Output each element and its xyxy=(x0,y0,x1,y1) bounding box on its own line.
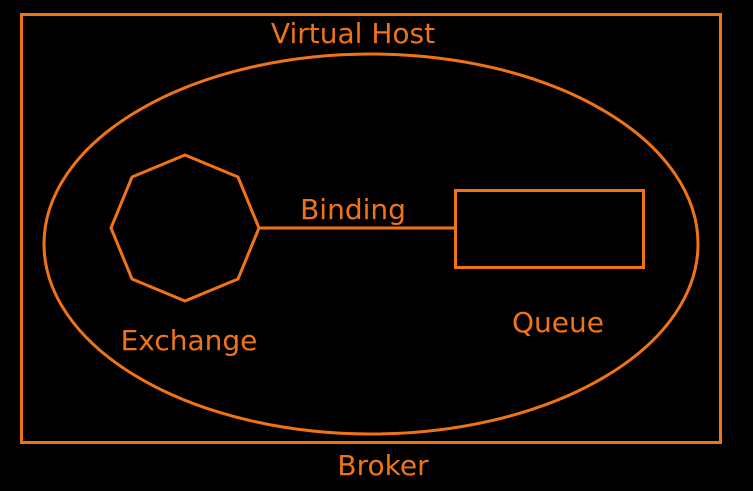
broker-label: Broker xyxy=(337,449,429,482)
binding-label: Binding xyxy=(300,193,406,226)
virtual-host-ellipse xyxy=(42,52,700,436)
queue-box xyxy=(454,189,645,269)
exchange-label: Exchange xyxy=(121,324,258,357)
virtual-host-label: Virtual Host xyxy=(271,17,435,50)
exchange-octagon-icon xyxy=(109,153,261,303)
broker-box xyxy=(20,13,722,444)
queue-label: Queue xyxy=(512,306,604,339)
